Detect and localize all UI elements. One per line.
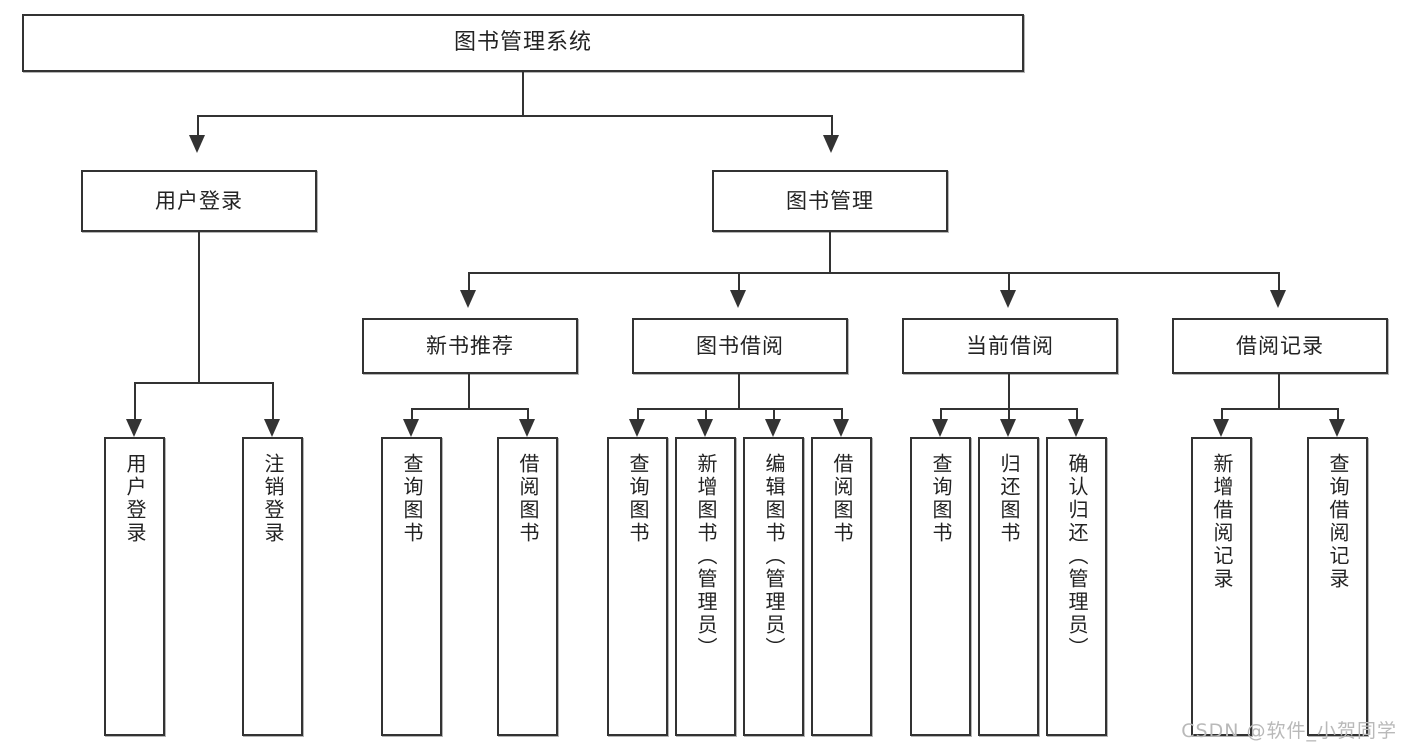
connector-root-to-user-login	[197, 115, 199, 135]
node-label: 借阅图书	[830, 453, 854, 545]
leaf-logout[interactable]: 注销登录	[242, 437, 303, 736]
connector-book-borrow-leaf1	[637, 408, 639, 419]
node-label: 图书管理系统	[453, 30, 592, 56]
arrowhead-query-book-1	[403, 419, 419, 437]
node-label: 借阅记录	[1236, 333, 1324, 358]
arrowhead-query-book-3	[932, 419, 948, 437]
node-borrow-record[interactable]: 借阅记录	[1172, 318, 1388, 374]
arrowhead-leaf-logout	[264, 419, 280, 437]
connector-current-borrow-leaf2	[1008, 408, 1010, 419]
arrowhead-add-borrow-record	[1213, 419, 1229, 437]
leaf-user-login[interactable]: 用户登录	[104, 437, 165, 736]
connector-user-login-bus	[134, 382, 272, 384]
leaf-edit-book-admin[interactable]: 编辑图书（管理员）	[743, 437, 804, 736]
node-label: 用户登录	[155, 188, 243, 213]
arrowhead-leaf-user-login	[126, 419, 142, 437]
connector-book-borrow-leaf2	[705, 408, 707, 419]
leaf-query-book-current[interactable]: 查询图书	[910, 437, 971, 736]
arrowhead-borrow-book-1	[519, 419, 535, 437]
node-user-login[interactable]: 用户登录	[81, 170, 317, 232]
connector-borrow-record-leaf2	[1337, 408, 1339, 419]
connector-to-borrow-record	[1278, 272, 1280, 290]
connector-root-to-book-mgmt	[831, 115, 833, 135]
node-label: 查询图书	[929, 453, 953, 545]
node-label: 查询图书	[400, 453, 424, 545]
arrowhead-book-mgmt	[823, 135, 839, 153]
arrowhead-user-login	[189, 135, 205, 153]
leaf-query-book-new-recommend[interactable]: 查询图书	[381, 437, 442, 736]
connector-new-book-bus	[411, 408, 527, 410]
node-root-book-management-system[interactable]: 图书管理系统	[22, 14, 1024, 72]
node-label: 新书推荐	[426, 333, 514, 358]
arrowhead-new-book-recommend	[460, 290, 476, 308]
arrowhead-edit-book	[765, 419, 781, 437]
node-label: 借阅图书	[516, 453, 540, 545]
arrowhead-query-book-2	[629, 419, 645, 437]
node-label: 新增借阅记录	[1210, 453, 1234, 591]
leaf-query-book-borrow[interactable]: 查询图书	[607, 437, 668, 736]
node-label: 确认归还（管理员）	[1065, 453, 1089, 660]
node-current-borrow[interactable]: 当前借阅	[902, 318, 1118, 374]
leaf-add-borrow-record[interactable]: 新增借阅记录	[1191, 437, 1252, 736]
connector-user-login-leaf2	[272, 382, 274, 419]
arrowhead-current-borrow	[1000, 290, 1016, 308]
leaf-add-book-admin[interactable]: 新增图书（管理员）	[675, 437, 736, 736]
node-label: 注销登录	[261, 453, 285, 545]
connector-new-book-leaf1	[411, 408, 413, 419]
connector-borrow-record-leaf1	[1221, 408, 1223, 419]
node-label: 新增图书（管理员）	[694, 453, 718, 660]
connector-book-borrow-leaf3	[773, 408, 775, 419]
arrowhead-query-borrow-record	[1329, 419, 1345, 437]
connector-borrow-record-drop	[1278, 374, 1280, 408]
node-label: 查询图书	[626, 453, 650, 545]
connector-current-borrow-leaf1	[940, 408, 942, 419]
arrowhead-confirm-return	[1068, 419, 1084, 437]
connector-current-borrow-leaf3	[1076, 408, 1078, 419]
arrowhead-book-borrow	[730, 290, 746, 308]
connector-user-login-leaf1	[134, 382, 136, 419]
leaf-query-borrow-record[interactable]: 查询借阅记录	[1307, 437, 1368, 736]
connector-user-login-drop	[198, 232, 200, 382]
connector-to-book-borrow	[738, 272, 740, 290]
connector-new-book-leaf2	[527, 408, 529, 419]
connector-current-borrow-drop	[1008, 374, 1010, 408]
connector-book-borrow-bus	[637, 408, 841, 410]
node-label: 当前借阅	[966, 333, 1054, 358]
arrowhead-borrow-record	[1270, 290, 1286, 308]
leaf-confirm-return-admin[interactable]: 确认归还（管理员）	[1046, 437, 1107, 736]
node-book-management[interactable]: 图书管理	[712, 170, 948, 232]
connector-borrow-record-bus	[1221, 408, 1337, 410]
connector-new-book-drop	[468, 374, 470, 408]
connector-book-borrow-drop	[738, 374, 740, 408]
node-book-borrow[interactable]: 图书借阅	[632, 318, 848, 374]
node-label: 编辑图书（管理员）	[762, 453, 786, 660]
csdn-watermark: CSDN @软件_小贺同学	[1181, 720, 1397, 742]
arrowhead-add-book	[697, 419, 713, 437]
arrowhead-return-book	[1000, 419, 1016, 437]
connector-book-mgmt-drop	[829, 232, 831, 272]
node-new-book-recommend[interactable]: 新书推荐	[362, 318, 578, 374]
connector-root-drop	[522, 72, 524, 115]
connector-root-bus	[197, 115, 833, 117]
connector-book-mgmt-bus	[468, 272, 1278, 274]
connector-to-current-borrow	[1008, 272, 1010, 290]
node-label: 图书管理	[786, 188, 874, 213]
leaf-borrow-book-new-recommend[interactable]: 借阅图书	[497, 437, 558, 736]
connector-to-new-book	[468, 272, 470, 290]
node-label: 用户登录	[123, 453, 147, 545]
arrowhead-borrow-book-2	[833, 419, 849, 437]
leaf-return-book[interactable]: 归还图书	[978, 437, 1039, 736]
node-label: 归还图书	[997, 453, 1021, 545]
leaf-borrow-book[interactable]: 借阅图书	[811, 437, 872, 736]
node-label: 查询借阅记录	[1326, 453, 1350, 591]
connector-book-borrow-leaf4	[841, 408, 843, 419]
node-label: 图书借阅	[696, 333, 784, 358]
